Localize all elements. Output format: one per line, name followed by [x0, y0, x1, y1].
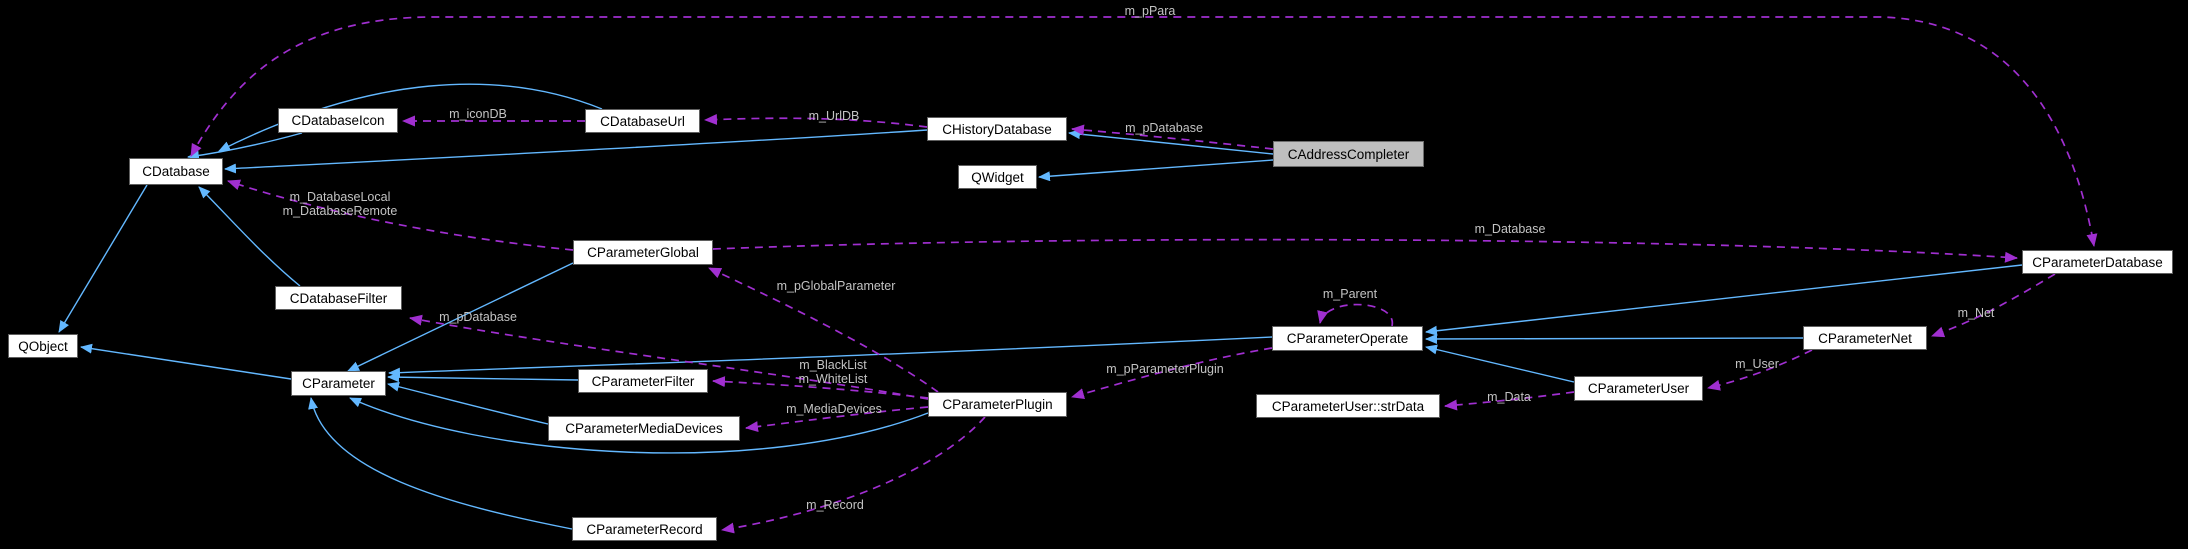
edge-label-line: m_BlackList [799, 358, 867, 372]
edge-label-line: m_Net [1957, 306, 1995, 320]
m-record-edge [721, 416, 986, 534]
cparametermediadevices-to-cparameter [387, 381, 549, 425]
edge-label-line: m_WhiteList [798, 372, 868, 386]
class-node-cdatabaseicon[interactable]: CDatabaseIcon [278, 108, 398, 133]
edge-label-line: m_Parent [1322, 287, 1378, 301]
edge-label-line: m_Data [1487, 390, 1531, 404]
edge-label-m_data: m_Data [1487, 390, 1531, 404]
m-net-edge [1931, 273, 2056, 338]
m-urldb-edge [704, 114, 928, 128]
class-node-chistorydatabase[interactable]: CHistoryDatabase [927, 117, 1067, 141]
edges-group [58, 16, 2098, 534]
cparameteroperate-to-cparameter [388, 336, 1273, 378]
m-user-edge [1707, 349, 1813, 391]
cparameterplugin-to-cparameter [349, 397, 929, 454]
class-node-qwidget[interactable]: QWidget [958, 165, 1037, 189]
class-node-cparameterfilter[interactable]: CParameterFilter [578, 369, 708, 393]
chistorydatabase-to-cdatabase [224, 129, 928, 174]
cparameterfilter-to-cparameter [387, 372, 579, 383]
edge-label-m_user: m_User [1735, 357, 1779, 371]
m-blacklist-whitelist-edge [712, 376, 929, 399]
class-node-cparameterdatabase[interactable]: CParameterDatabase [2022, 250, 2173, 274]
edge-label-line: m_UrlDB [808, 109, 860, 123]
m-pdatabase-left-edge [409, 314, 929, 400]
class-node-cparametermediadevices[interactable]: CParameterMediaDevices [548, 416, 740, 441]
cdatabase-to-qobject [58, 184, 148, 333]
m-mediadevices-edge [745, 406, 929, 433]
cdatabaseicon-to-cdatabase [187, 132, 303, 161]
edge-label-m_record: m_Record [806, 498, 864, 512]
cparameter-to-qobject [80, 343, 292, 380]
cparameternet-to-cparameteroperate [1425, 333, 1804, 344]
class-node-cparameterplugin[interactable]: CParameterPlugin [928, 392, 1067, 417]
edge-label-m_mediadevices: m_MediaDevices [786, 402, 882, 416]
cparameteruser-to-cparameteroperate [1425, 344, 1575, 383]
class-node-cparameteroperate[interactable]: CParameterOperate [1272, 326, 1423, 351]
edge-label-line: m_DatabaseLocal [289, 190, 391, 204]
class-node-cparameteruserstrdata[interactable]: CParameterUser::strData [1256, 394, 1440, 418]
caddresscompleter-to-chistorydatabase [1068, 129, 1274, 155]
class-node-cdatabasefilter[interactable]: CDatabaseFilter [275, 286, 402, 310]
class-node-cdatabase[interactable]: CDatabase [129, 158, 223, 185]
edge-label-m_database: m_Database [1475, 222, 1546, 236]
m-parent-self-edge [1317, 303, 1393, 327]
edge-label-m_urldb: m_UrlDB [809, 109, 860, 123]
edge-label-m_pdatabase_left: m_pDatabase [439, 310, 517, 324]
class-node-qobject[interactable]: QObject [8, 334, 78, 358]
edge-label-line: m_pParameterPlugin [1106, 362, 1224, 376]
m-database-edge [712, 238, 2018, 263]
edge-label-line: m_Database [1474, 222, 1546, 236]
edge-label-line: m_DatabaseRemote [282, 204, 398, 218]
class-node-cparameteruser[interactable]: CParameterUser [1574, 376, 1703, 401]
class-node-cparameter[interactable]: CParameter [291, 371, 386, 396]
edge-label-m_net: m_Net [1958, 306, 1995, 320]
cparameterdatabase-to-cparameteroperate [1425, 264, 2023, 336]
edge-label-m_icondb: m_iconDB [449, 107, 507, 121]
edge-label-m_parent: m_Parent [1323, 287, 1377, 301]
class-node-cparameternet[interactable]: CParameterNet [1803, 326, 1927, 350]
m-pparameterplugin-edge [1071, 347, 1273, 400]
m-ppara-edge [190, 16, 2098, 247]
edge-label-m_pglobalparameter: m_pGlobalParameter [777, 279, 896, 293]
edge-label-line: m_pDatabase [1125, 121, 1203, 135]
cparameterrecord-to-cparameter [308, 397, 573, 530]
edge-label-m_pparameterplugin: m_pParameterPlugin [1106, 362, 1223, 376]
m-pglobalparameter-edge [708, 267, 939, 393]
class-node-caddresscompleter[interactable]: CAddressCompleter [1273, 141, 1424, 167]
class-node-cparameterrecord[interactable]: CParameterRecord [572, 517, 717, 541]
edge-label-line: m_pGlobalParameter [776, 279, 896, 293]
edge-label-line: m_pDatabase [439, 310, 517, 324]
edge-label-line: m_Record [806, 498, 864, 512]
m-databaselocal-remote-edge [227, 179, 574, 251]
edge-label-line: m_MediaDevices [786, 402, 882, 416]
class-node-cdatabaseurl[interactable]: CDatabaseUrl [585, 109, 700, 133]
m-data-edge [1444, 391, 1575, 411]
edge-label-line: m_iconDB [449, 107, 507, 121]
edge-label-m_ppara: m_pPara [1125, 4, 1176, 18]
edge-label-line: m_User [1735, 357, 1779, 371]
edge-label-m_pdatabase_top: m_pDatabase [1125, 121, 1203, 135]
cparameterglobal-to-cparameter [347, 262, 574, 372]
edge-label-line: m_pPara [1124, 4, 1176, 18]
class-node-cparameterglobal[interactable]: CParameterGlobal [573, 240, 713, 265]
caddresscompleter-to-qwidget [1038, 159, 1274, 182]
m-pdatabase-top-edge [1071, 124, 1274, 150]
cdatabaseurl-to-cdatabase [218, 83, 603, 152]
